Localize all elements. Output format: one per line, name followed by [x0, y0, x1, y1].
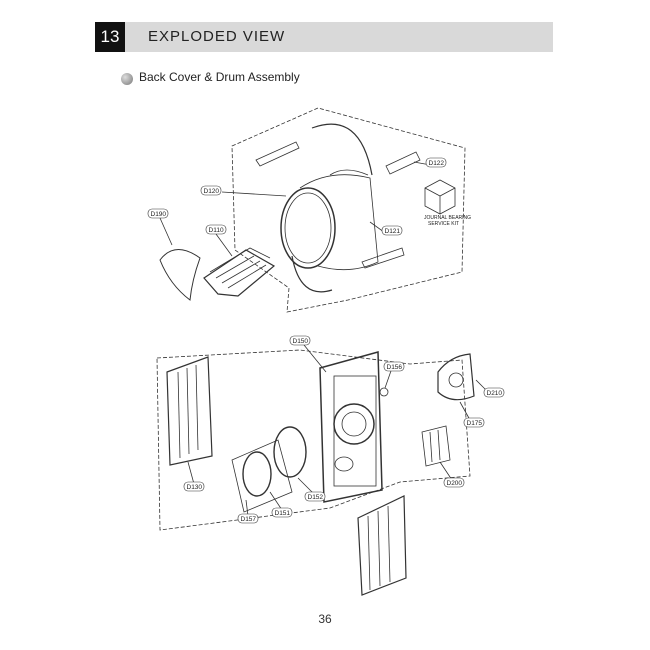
- part-label: D110: [209, 227, 224, 234]
- drum-lower-arc: [291, 255, 333, 293]
- callout-d200: D200: [443, 477, 465, 488]
- part-label: D175: [467, 420, 483, 427]
- part-label: D210: [487, 390, 503, 397]
- journal-bearing-bracket: [385, 151, 421, 175]
- page-title: EXPLODED VIEW: [148, 28, 286, 45]
- bottom-slide-bracket: [361, 247, 405, 269]
- part-label: D152: [308, 494, 324, 501]
- back-cover-inner-frame: [333, 375, 377, 487]
- drum-body: [299, 174, 379, 271]
- section-number: 13: [95, 22, 125, 52]
- callout-d130: D130: [183, 481, 205, 492]
- part-label: D150: [293, 338, 309, 345]
- front-gasket-frame: [231, 439, 293, 513]
- callout-d150: D150: [289, 335, 311, 346]
- callout-d151: D151: [271, 507, 293, 518]
- callout-d110: D110: [205, 224, 227, 235]
- part-label: D190: [151, 211, 167, 218]
- page-number: 36: [318, 612, 332, 626]
- fitting-d156: [379, 387, 389, 397]
- callout-d120: D120: [200, 185, 222, 196]
- thermostat-assembly: [421, 425, 451, 467]
- motor-cutout: [334, 456, 354, 472]
- bearing-kit-box: [424, 179, 456, 215]
- section-header-bar: [95, 22, 553, 52]
- gasket-ring-d151: [242, 451, 272, 497]
- drum-belt: [159, 249, 201, 301]
- part-label: D151: [275, 510, 291, 517]
- drum-support-arc: [311, 123, 373, 176]
- bullet-icon: [121, 73, 133, 85]
- top-slide-bracket: [255, 141, 300, 167]
- part-callouts: D120 D122 D190 D110 D121 D150 D156 D210 …: [147, 157, 505, 524]
- callout-d210: D210: [483, 387, 505, 398]
- part-label: D200: [447, 480, 463, 487]
- assembly-subtitle: Back Cover & Drum Assembly: [139, 70, 300, 84]
- part-label: D120: [204, 188, 220, 195]
- kit-label-line2: SERVICE KIT: [428, 221, 459, 227]
- part-label: D156: [387, 364, 403, 371]
- blower-housing: [333, 403, 375, 445]
- kit-label-line1: JOURNAL BEARING: [424, 215, 471, 221]
- callout-d157: D157: [237, 513, 259, 524]
- callout-d156: D156: [383, 361, 405, 372]
- heater-housing: [437, 353, 475, 401]
- part-label: D122: [429, 160, 445, 167]
- lower-right-panel: [357, 495, 407, 596]
- gasket-ring-d152: [273, 426, 307, 478]
- left-side-panel: [166, 356, 213, 466]
- drum-inner-ring: [284, 192, 332, 264]
- drum-front-ring: [280, 187, 336, 269]
- back-cover-section-boundary: [156, 349, 471, 531]
- part-label: D130: [187, 484, 203, 491]
- callout-d122: D122: [425, 157, 447, 168]
- callout-d175: D175: [463, 417, 485, 428]
- rear-back-cover: [319, 351, 383, 503]
- callout-d121: D121: [381, 225, 403, 236]
- part-label: D157: [241, 516, 257, 523]
- drum-rear-edge: [329, 169, 369, 176]
- part-label: D121: [385, 228, 401, 235]
- drum-section-boundary: [231, 107, 466, 313]
- callout-d190: D190: [147, 208, 169, 219]
- callout-d152: D152: [304, 491, 326, 502]
